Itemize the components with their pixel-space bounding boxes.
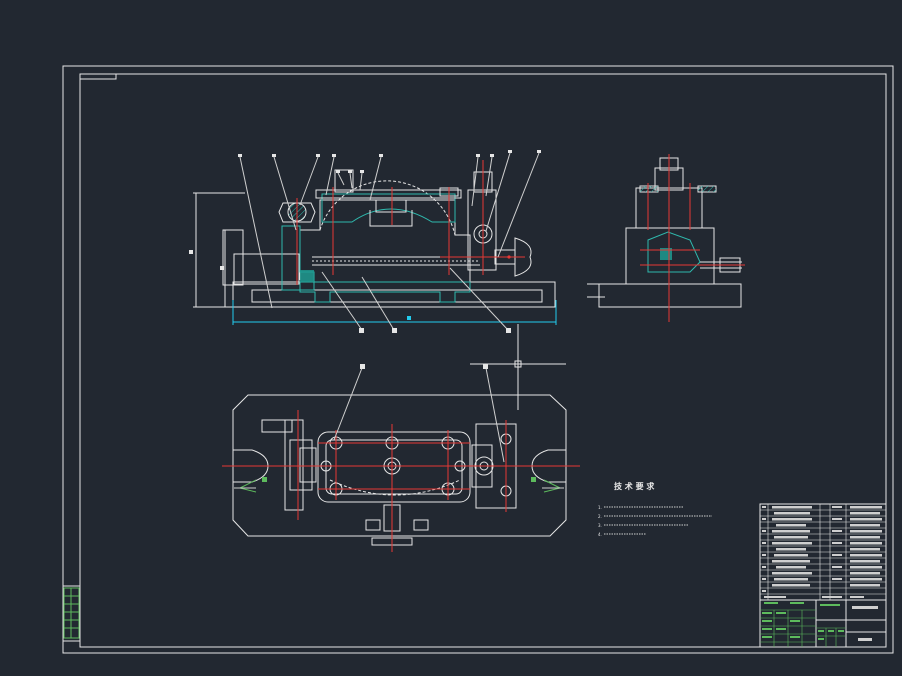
technical-requirements: 技 术 要 求 1. 2. 3. 4. [598, 481, 712, 537]
front-section-view [189, 150, 557, 333]
hatched-top-clamp [321, 193, 456, 223]
tech-req-item-2: 2. [598, 514, 602, 519]
outer-frame [62, 65, 894, 654]
inner-frame [79, 73, 887, 648]
side-view [587, 154, 745, 322]
corner-tab [79, 73, 117, 80]
top-plan-view [222, 364, 580, 552]
balloon-leaders-top [239, 152, 540, 331]
title-block [759, 599, 887, 648]
parts-list-table [759, 503, 887, 601]
hatched-base [299, 281, 471, 303]
tech-req-item-4: 4. [598, 532, 602, 537]
left-revision-strip [62, 585, 81, 642]
tech-req-item-3: 3. [598, 523, 602, 528]
side-hatch-block [647, 231, 701, 273]
balloon-markers-top [189, 150, 541, 333]
tech-requirements-title: 技 术 要 求 [614, 481, 655, 491]
tech-req-item-1: 1. [598, 505, 602, 510]
